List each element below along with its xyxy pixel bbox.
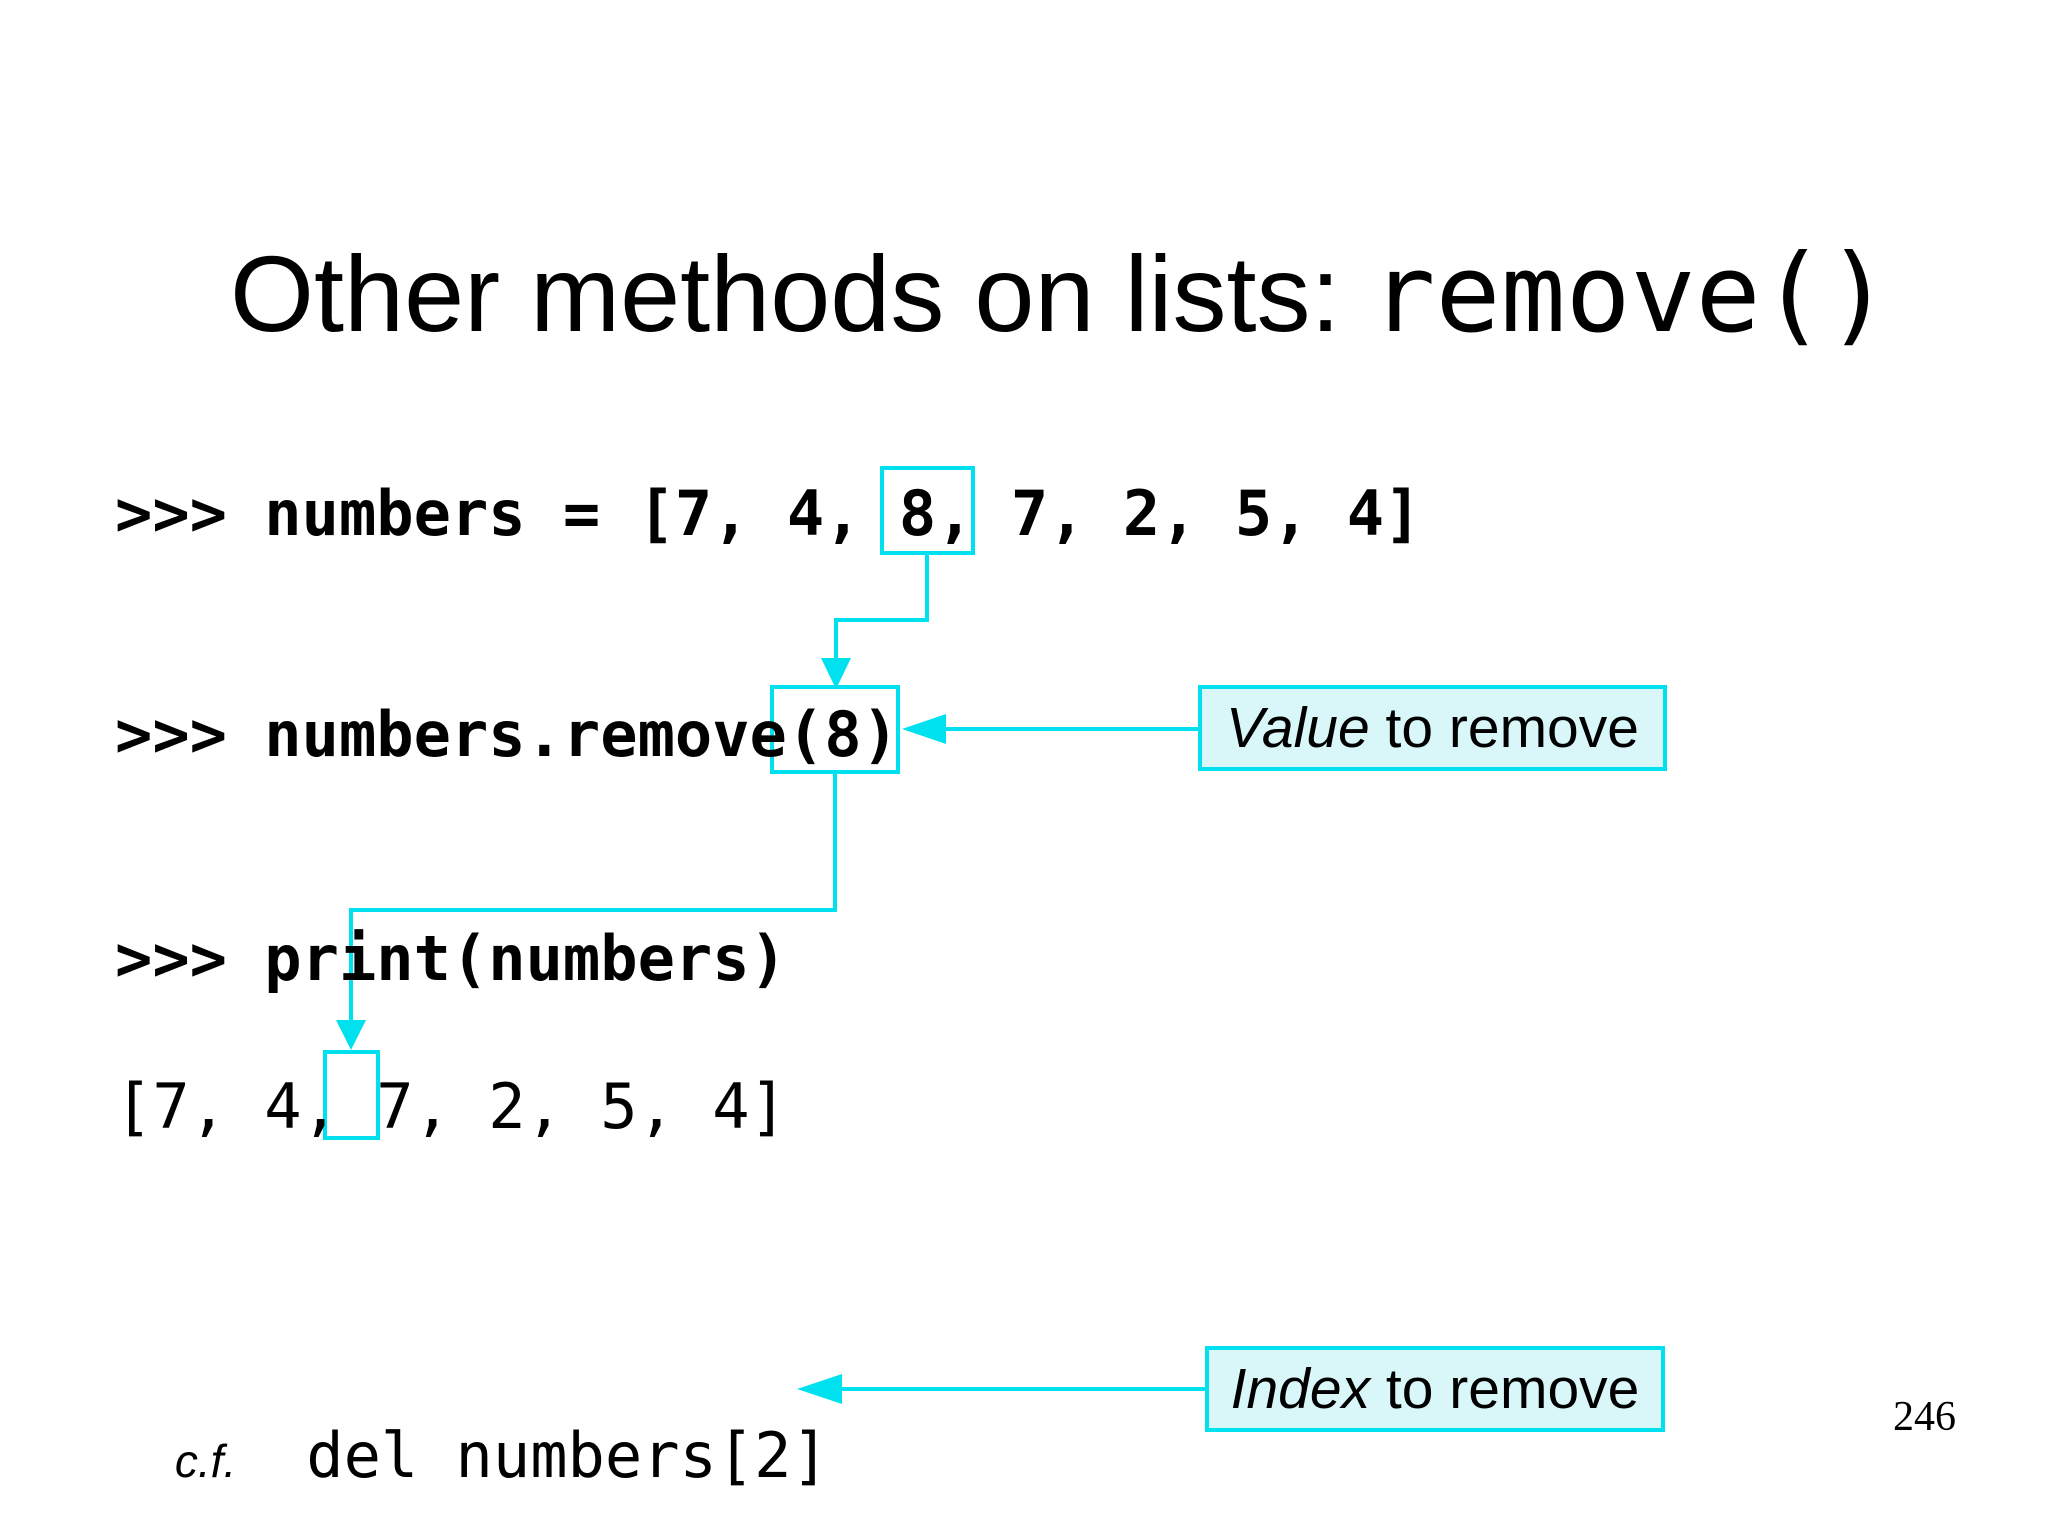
value-label-emphasis: Value xyxy=(1226,696,1370,760)
code-del-statement: del numbers[2] xyxy=(306,1419,829,1492)
code-line-print-call: >>> print(numbers) xyxy=(115,922,787,995)
footer-comparison-row: c.f. del numbers[2] xyxy=(106,1363,829,1535)
index-label-emphasis: Index xyxy=(1230,1357,1371,1421)
index-to-remove-label: Index to remove xyxy=(1205,1346,1665,1432)
page-number: 246 xyxy=(1893,1394,1956,1440)
cf-abbreviation: c.f. xyxy=(174,1435,237,1487)
value-label-rest: to remove xyxy=(1369,696,1639,760)
slide-title: Other methods on lists: remove() xyxy=(110,132,1891,457)
highlight-box-removed-gap xyxy=(323,1050,380,1140)
connector-remove-to-output-icon xyxy=(336,772,837,1050)
connector-8-to-remove-icon xyxy=(821,553,929,689)
slide-title-text: Other methods on lists: xyxy=(230,233,1371,354)
arrow-index-to-remove-icon xyxy=(797,1374,1205,1404)
slide-title-code: remove() xyxy=(1370,232,1891,357)
arrow-value-to-remove-icon xyxy=(902,714,1198,744)
value-to-remove-label: Value to remove xyxy=(1198,685,1667,771)
code-line-output: [7, 4, 7, 2, 5, 4] xyxy=(115,1070,787,1143)
index-label-rest: to remove xyxy=(1370,1357,1640,1421)
code-line-assignment: >>> numbers = [7, 4, 8, 7, 2, 5, 4] xyxy=(115,477,1422,550)
code-line-remove-call: >>> numbers.remove(8) xyxy=(115,698,899,771)
